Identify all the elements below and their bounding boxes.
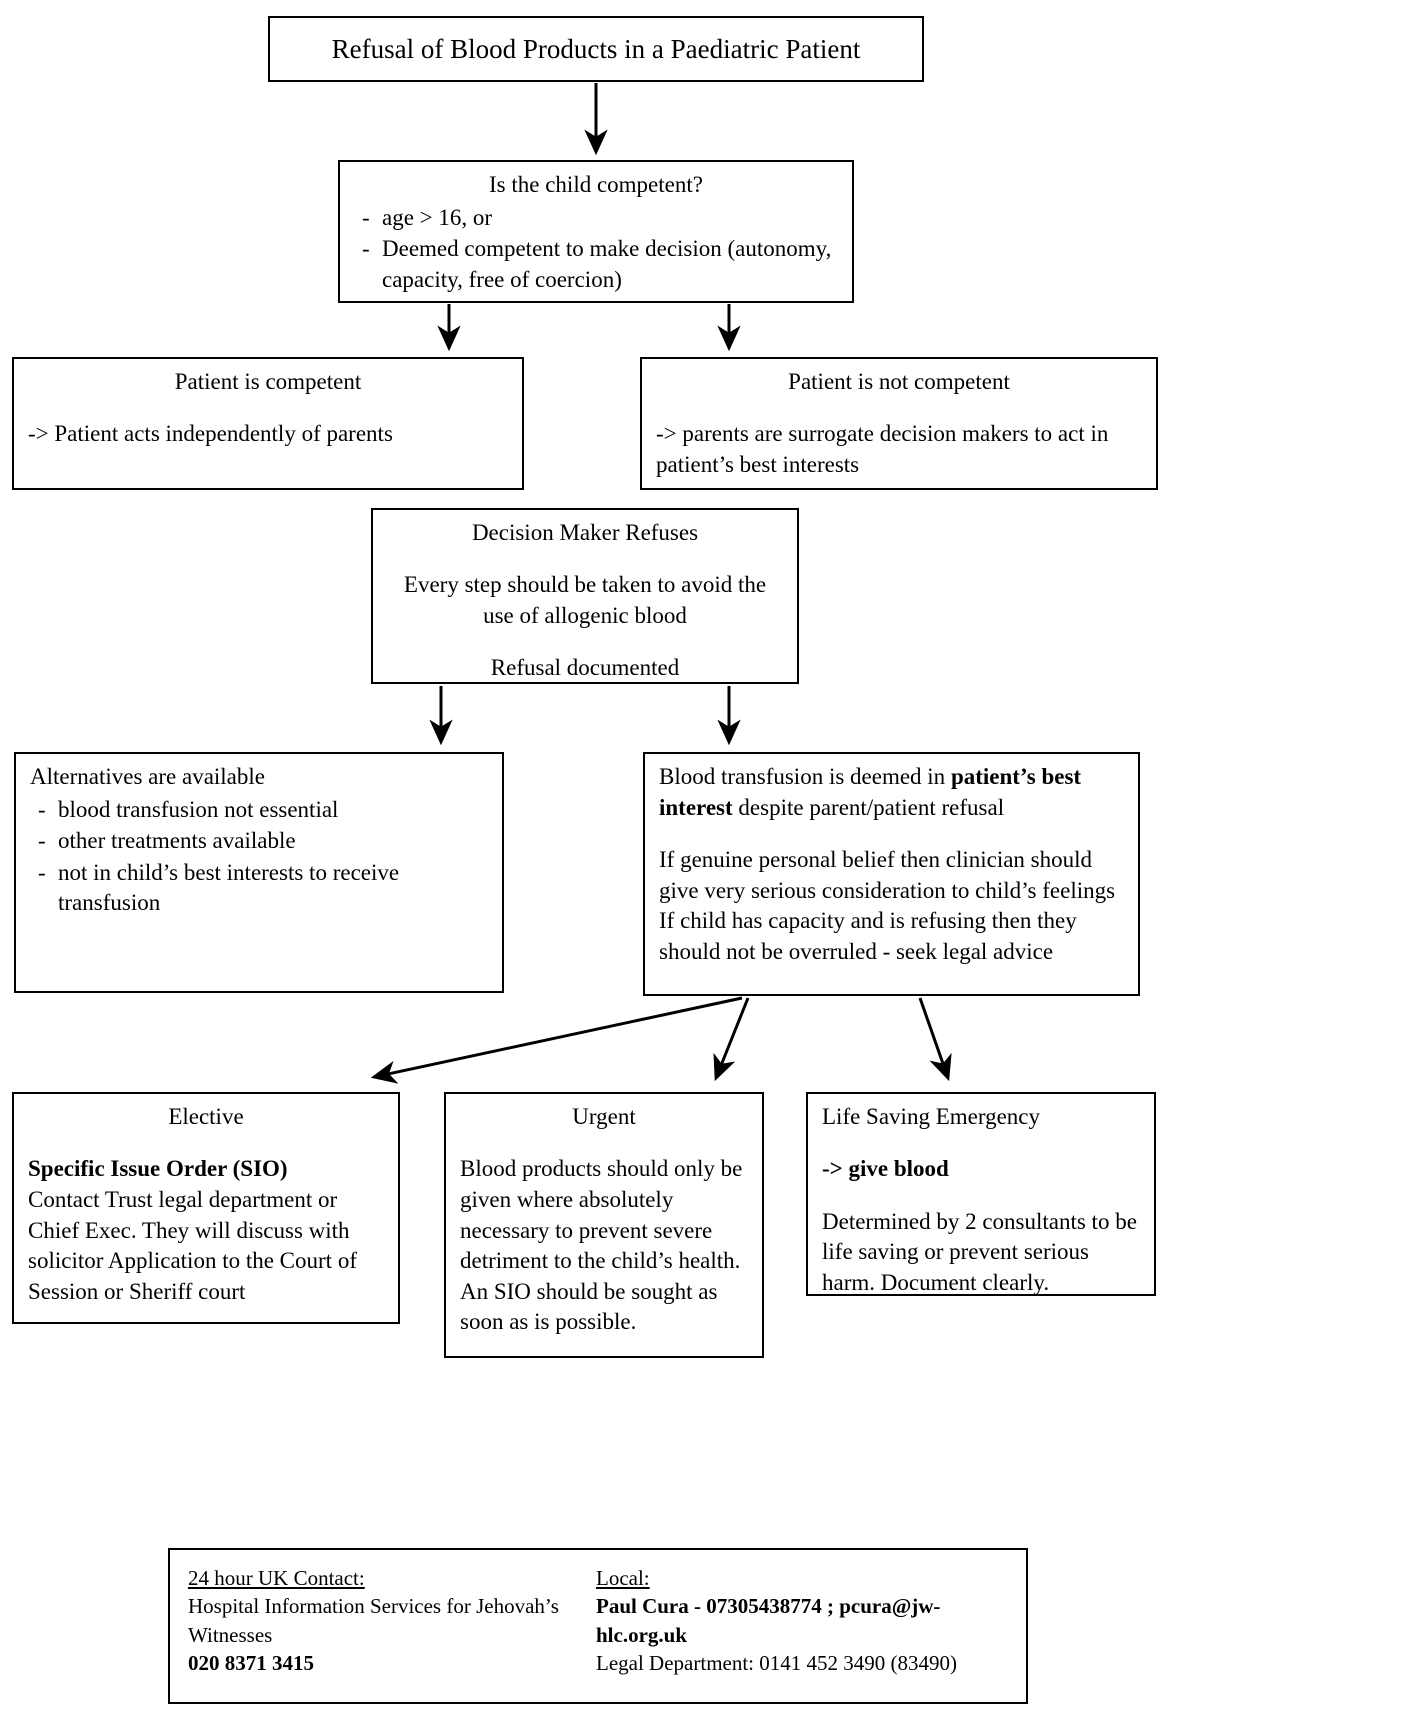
transfusion-headline: Blood transfusion is deemed in patient’s… xyxy=(659,762,1124,823)
node-title: Refusal of Blood Products in a Paediatri… xyxy=(268,16,924,82)
decision-maker-refuses-body-1: Every step should be taken to avoid the … xyxy=(403,572,767,628)
contacts-local-label: Local: xyxy=(596,1566,650,1590)
node-elective: Elective Specific Issue Order (SIO) Cont… xyxy=(12,1092,400,1324)
arrow-transfusion-to-emergency xyxy=(918,997,952,1082)
contacts-uk-label: 24 hour UK Contact: xyxy=(188,1566,365,1590)
node-alternatives-available: Alternatives are available blood transfu… xyxy=(14,752,504,993)
transfusion-body: If genuine personal belief then clinicia… xyxy=(659,847,1116,964)
contacts-uk-phone[interactable]: 020 8371 3415 xyxy=(188,1651,314,1676)
transfusion-headline-bold: patient’s best interest xyxy=(659,764,1082,820)
node-contacts: 24 hour UK Contact: Hospital Information… xyxy=(168,1548,1028,1704)
node-life-saving-emergency: Life Saving Emergency -> give blood Dete… xyxy=(806,1092,1156,1296)
contacts-local-column: Local: Paul Cura - 07305438774 ; pcura@j… xyxy=(596,1564,1008,1677)
spacer xyxy=(656,398,1142,420)
list-item: other treatments available xyxy=(30,826,488,857)
spacer xyxy=(387,632,783,654)
spacer xyxy=(28,398,508,420)
node-transfusion-best-interest: Blood transfusion is deemed in patient’s… xyxy=(643,752,1140,996)
node-patient-competent: Patient is competent -> Patient acts ind… xyxy=(12,357,524,490)
list-item: not in child’s best interests to receive… xyxy=(30,858,488,919)
list-item: age > 16, or xyxy=(354,203,838,234)
list-item: Deemed competent to make decision (auton… xyxy=(354,234,838,295)
arrow-transfusion-to-urgent xyxy=(713,997,750,1082)
emergency-heading: Life Saving Emergency xyxy=(822,1104,1041,1129)
patient-competent-heading: Patient is competent xyxy=(174,369,362,394)
spacer xyxy=(460,1133,748,1155)
alternatives-bullets: blood transfusion not essential other tr… xyxy=(30,795,488,919)
competency-question-heading: Is the child competent? xyxy=(489,172,703,197)
contacts-uk-column: 24 hour UK Contact: Hospital Information… xyxy=(188,1564,596,1677)
urgent-body: Blood products should only be given wher… xyxy=(460,1156,743,1335)
alternatives-heading: Alternatives are available xyxy=(30,764,265,789)
elective-heading: Elective xyxy=(168,1104,244,1129)
urgent-heading: Urgent xyxy=(572,1104,636,1129)
arrow-transfusion-to-elective xyxy=(370,996,743,1084)
decision-maker-refuses-heading: Decision Maker Refuses xyxy=(471,520,699,545)
contacts-local-person[interactable]: Paul Cura - 07305438774 ; pcura@jw-hlc.o… xyxy=(596,1594,941,1647)
spacer xyxy=(387,549,783,571)
title-text: Refusal of Blood Products in a Paediatri… xyxy=(331,34,861,64)
competency-question-bullets: age > 16, or Deemed competent to make de… xyxy=(354,203,838,296)
spacer xyxy=(822,1185,1140,1207)
node-urgent: Urgent Blood products should only be giv… xyxy=(444,1092,764,1358)
spacer xyxy=(659,823,1124,845)
node-patient-not-competent: Patient is not competent -> parents are … xyxy=(640,357,1158,490)
contacts-columns: 24 hour UK Contact: Hospital Information… xyxy=(188,1564,1008,1677)
contacts-local-legal[interactable]: Legal Department: 0141 452 3490 (83490) xyxy=(596,1651,957,1676)
elective-subheading: Specific Issue Order (SIO) xyxy=(28,1156,288,1182)
elective-body: Contact Trust legal department or Chief … xyxy=(28,1187,357,1304)
contacts-uk-org: Hospital Information Services for Jehova… xyxy=(188,1594,559,1647)
transfusion-headline-pre: Blood transfusion is deemed in xyxy=(659,764,951,789)
emergency-body: Determined by 2 consultants to be life s… xyxy=(822,1208,1137,1295)
node-decision-maker-refuses: Decision Maker Refuses Every step should… xyxy=(371,508,799,684)
transfusion-headline-post: despite parent/patient refusal xyxy=(732,794,1005,820)
patient-competent-body: -> Patient acts independently of parents xyxy=(28,421,393,447)
patient-not-competent-heading: Patient is not competent xyxy=(788,369,1010,394)
node-competency-question: Is the child competent? age > 16, or Dee… xyxy=(338,160,854,303)
spacer xyxy=(822,1133,1140,1155)
spacer xyxy=(28,1133,384,1155)
patient-not-competent-body: -> parents are surrogate decision makers… xyxy=(656,421,1109,477)
decision-maker-refuses-body-2: Refusal documented xyxy=(490,655,680,681)
list-item: blood transfusion not essential xyxy=(30,795,488,826)
emergency-action: -> give blood xyxy=(822,1156,949,1182)
